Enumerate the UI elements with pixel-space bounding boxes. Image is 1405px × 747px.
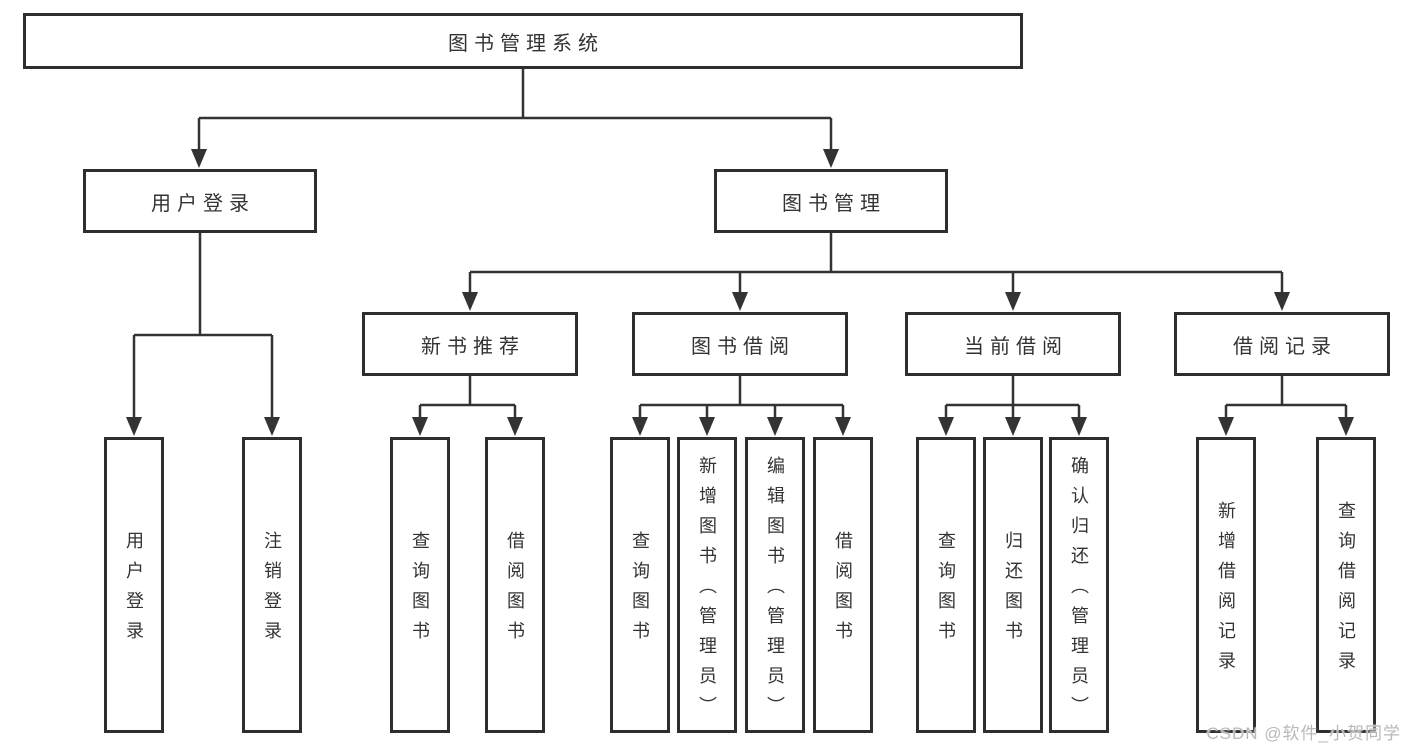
node-current-borrowing: 当前借阅	[905, 312, 1121, 376]
leaf-borrow-books-2: 借阅图书	[813, 437, 873, 733]
node-borrow-records: 借阅记录	[1174, 312, 1390, 376]
leaf-label: 确认归还（管理员）	[1069, 456, 1089, 726]
leaf-query-books-1: 查询图书	[390, 437, 450, 733]
connector-lines	[132, 68, 1348, 420]
leaf-label: 归还图书	[1003, 531, 1023, 651]
node-book-management: 图书管理	[714, 169, 948, 233]
leaf-label: 查询借阅记录	[1336, 501, 1356, 681]
node-library-system: 图书管理系统	[23, 13, 1023, 69]
leaf-label: 借阅图书	[505, 531, 525, 651]
leaf-label: 查询图书	[936, 531, 956, 651]
leaf-label: 查询图书	[410, 531, 430, 651]
leaf-query-books-2: 查询图书	[610, 437, 670, 733]
leaf-label: 新增借阅记录	[1216, 501, 1236, 681]
leaf-query-books-3: 查询图书	[916, 437, 976, 733]
connector-arrowheads	[126, 149, 1354, 436]
leaf-return-books: 归还图书	[983, 437, 1043, 733]
leaf-add-books-admin: 新增图书（管理员）	[677, 437, 737, 733]
leaf-label: 编辑图书（管理员）	[765, 456, 785, 726]
leaf-logout: 注销登录	[242, 437, 302, 733]
leaf-label: 用户登录	[124, 531, 144, 651]
node-book-borrowing: 图书借阅	[632, 312, 848, 376]
leaf-add-borrow-record: 新增借阅记录	[1196, 437, 1256, 733]
leaf-borrow-books-1: 借阅图书	[485, 437, 545, 733]
leaf-edit-books-admin: 编辑图书（管理员）	[745, 437, 805, 733]
leaf-confirm-return-admin: 确认归还（管理员）	[1049, 437, 1109, 733]
leaf-label: 新增图书（管理员）	[697, 456, 717, 726]
leaf-label: 借阅图书	[833, 531, 853, 651]
leaf-user-login: 用户登录	[104, 437, 164, 733]
leaf-query-borrow-record: 查询借阅记录	[1316, 437, 1376, 733]
leaf-label: 注销登录	[262, 531, 282, 651]
node-user-login: 用户登录	[83, 169, 317, 233]
leaf-label: 查询图书	[630, 531, 650, 651]
node-new-book-recommend: 新书推荐	[362, 312, 578, 376]
csdn-watermark: CSDN @软件_小贺同学	[1206, 724, 1401, 743]
